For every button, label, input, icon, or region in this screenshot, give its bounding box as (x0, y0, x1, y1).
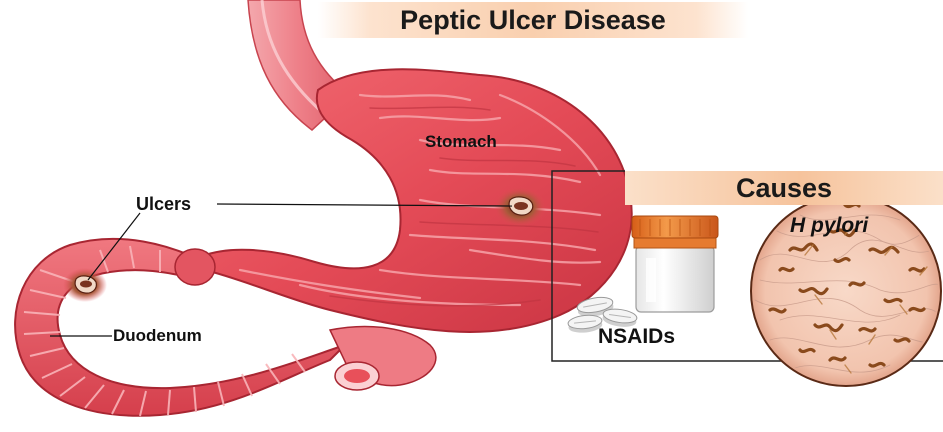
ulcers-label: Ulcers (136, 194, 191, 215)
pylorus (175, 249, 215, 285)
stomach-body (198, 69, 632, 332)
duodenal-ulcer (63, 268, 107, 302)
h-pylori-label: H pylori (790, 214, 868, 238)
page-title: Peptic Ulcer Disease (318, 2, 748, 38)
stomach-ulcer (494, 187, 546, 227)
duodenum-label: Duodenum (113, 326, 202, 346)
nsaids-label: NSAIDs (598, 325, 675, 349)
causes-heading: Causes (625, 171, 943, 205)
stomach-label: Stomach (425, 132, 497, 152)
pill-bottle (632, 216, 718, 312)
